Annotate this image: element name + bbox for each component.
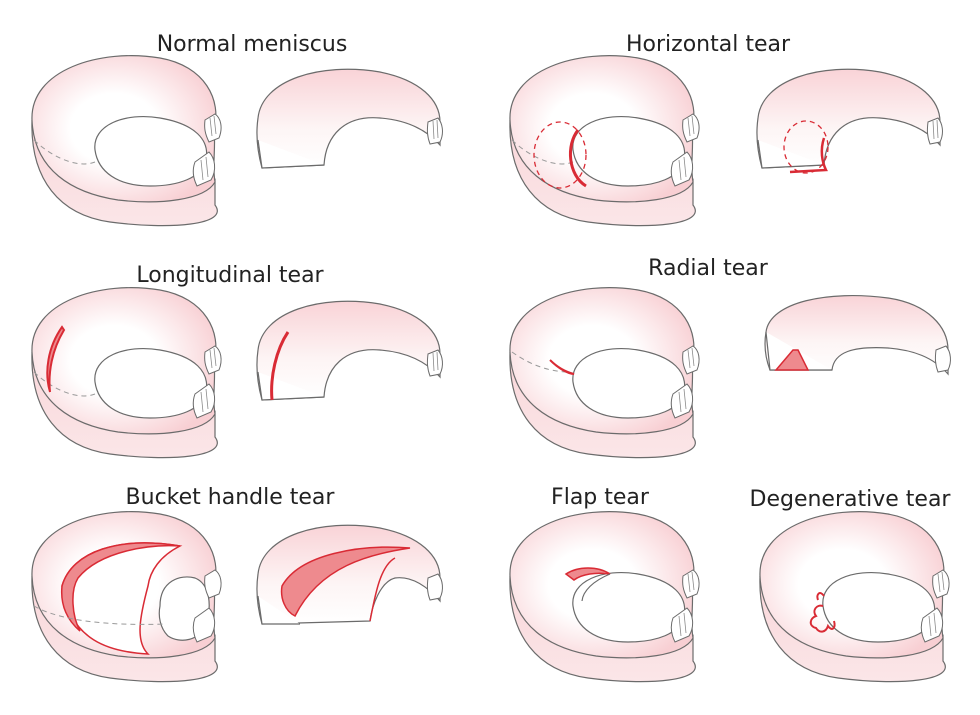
horizontal-tear-half <box>756 68 944 174</box>
label-longitudinal-tear: Longitudinal tear <box>136 263 324 288</box>
label-horizontal-tear: Horizontal tear <box>625 32 791 57</box>
longitudinal-tear-ring <box>31 287 222 459</box>
radial-tear-ring <box>509 287 700 459</box>
bucket-handle-tear-ring <box>31 511 222 683</box>
longitudinal-tear-half <box>256 300 444 401</box>
degenerative-tear-ring <box>759 511 950 683</box>
normal-meniscus-half <box>256 68 444 169</box>
label-normal-meniscus: Normal meniscus <box>156 32 348 57</box>
bucket-handle-tear-half <box>256 524 443 625</box>
label-bucket-handle-tear: Bucket handle tear <box>125 485 335 510</box>
horizontal-tear-ring <box>509 55 700 227</box>
label-flap-tear: Flap tear <box>551 485 649 510</box>
radial-tear-half <box>764 295 951 376</box>
label-degenerative-tear: Degenerative tear <box>749 487 951 512</box>
flap-tear-ring <box>509 511 700 683</box>
label-radial-tear: Radial tear <box>648 256 768 281</box>
normal-meniscus-ring <box>31 55 222 227</box>
